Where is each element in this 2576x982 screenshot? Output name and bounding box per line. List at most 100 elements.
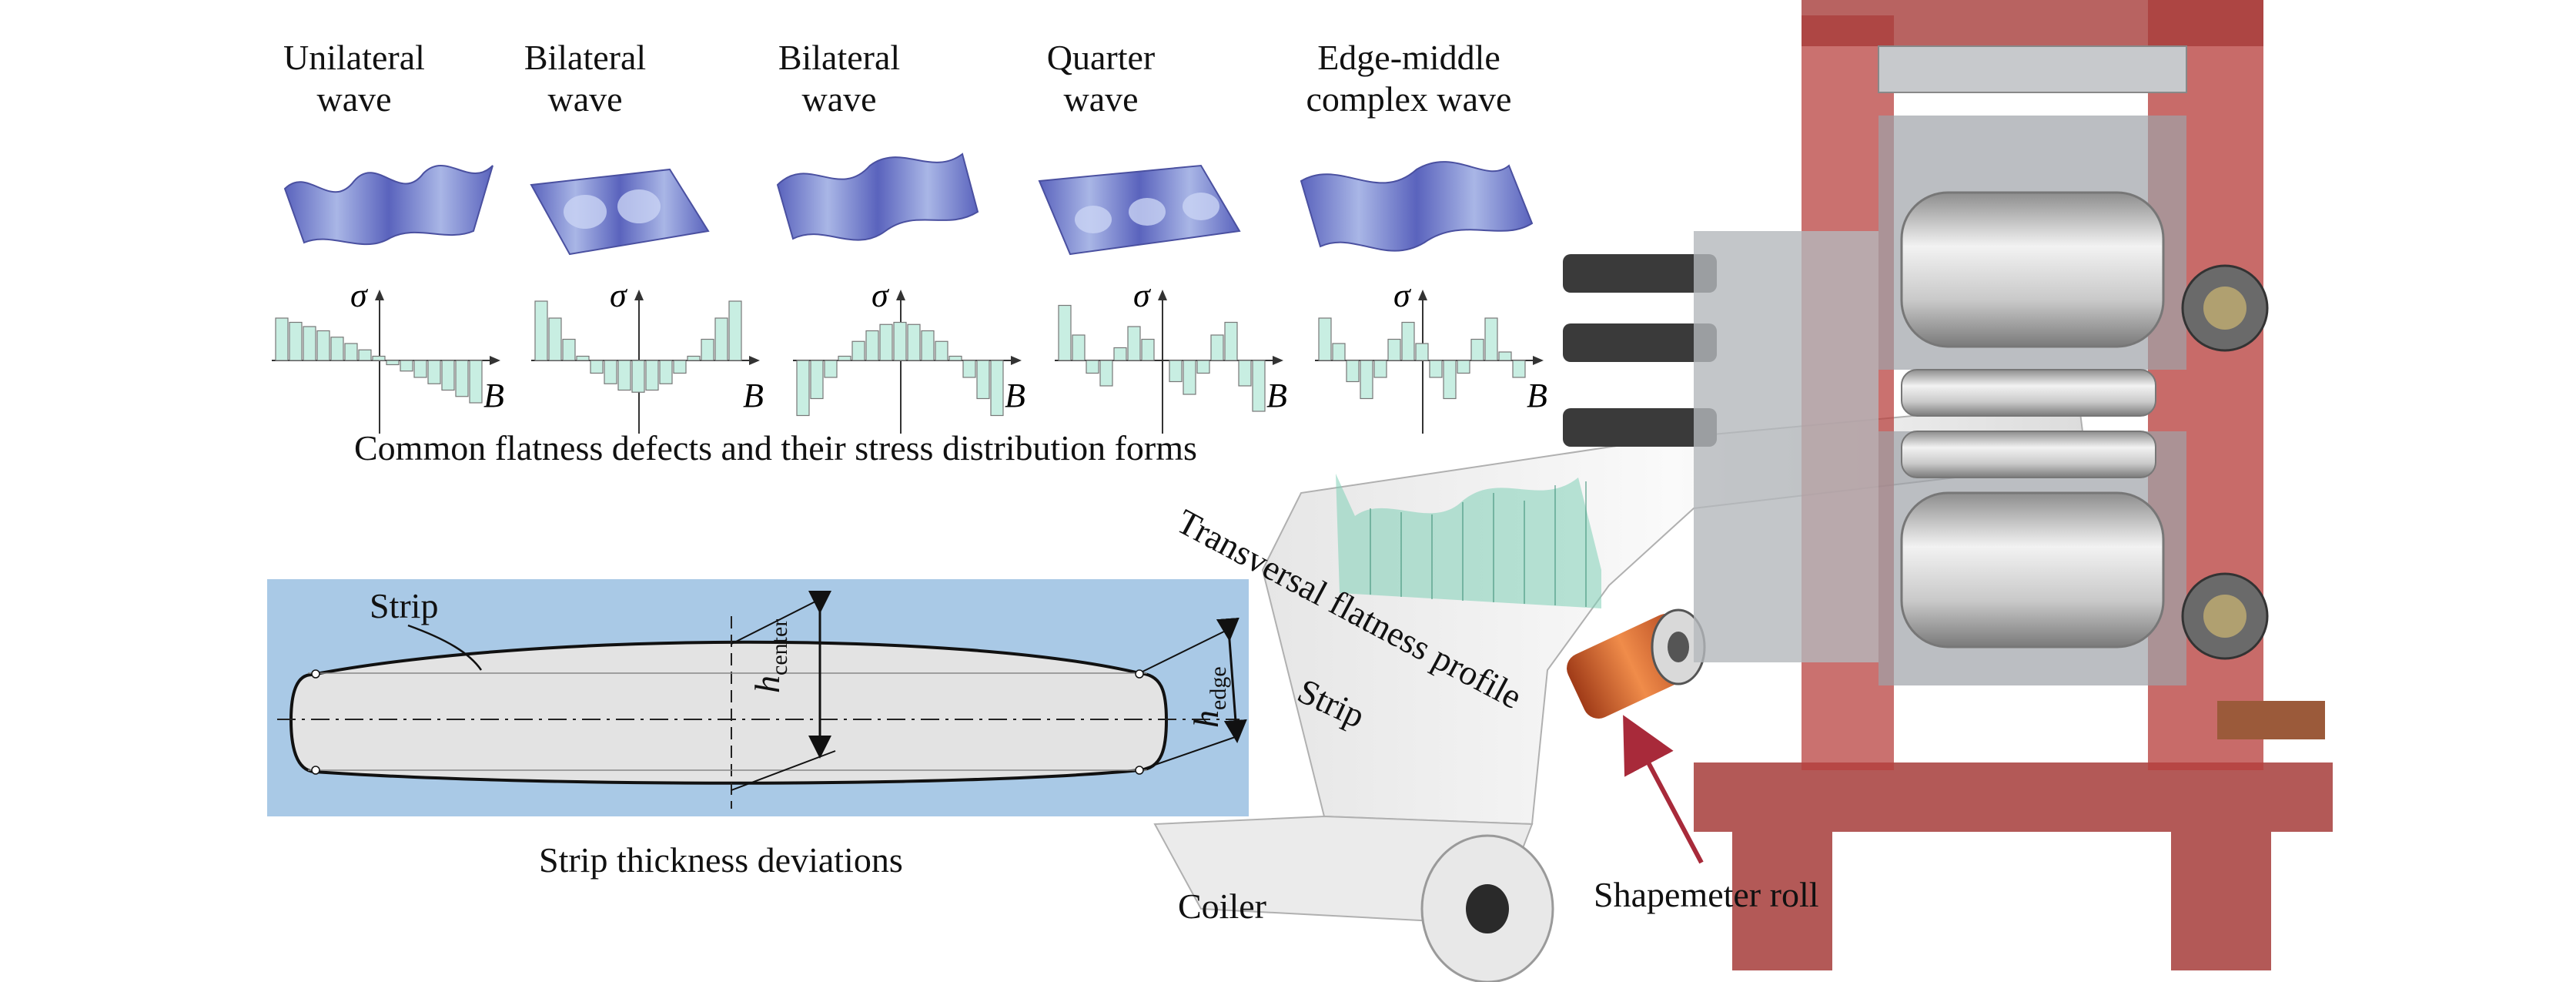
stress-bar — [289, 321, 303, 361]
wave-surface-quarter — [1038, 164, 1241, 256]
stress-bar — [400, 360, 413, 372]
stress-bar — [1169, 360, 1183, 383]
sigma-label: σ — [871, 277, 890, 314]
stress-bar — [455, 360, 469, 397]
sigma-label: σ — [1393, 277, 1412, 314]
stress-bar — [796, 360, 810, 417]
wave-surface-bilateral-1 — [530, 168, 710, 256]
stress-bar — [562, 338, 576, 361]
sigma-label: σ — [1133, 277, 1152, 314]
stress-bar — [824, 360, 838, 378]
stress-bar — [838, 355, 851, 361]
stress-bar — [1401, 321, 1415, 361]
wave-surface-bilateral-2 — [776, 152, 979, 241]
wave-surface-edge-middle — [1300, 161, 1534, 252]
stress-bar — [275, 317, 289, 361]
stress-chart-4: σB — [1055, 277, 1287, 434]
stress-bar — [1498, 351, 1512, 361]
stress-bar — [1099, 360, 1113, 387]
stress-bar — [701, 338, 714, 361]
stress-bar — [1373, 360, 1387, 378]
stress-bar — [645, 360, 659, 391]
stress-bar — [358, 349, 372, 361]
work-roll-lower — [1900, 491, 2165, 649]
stress-bar — [441, 360, 455, 391]
b-label: B — [483, 377, 504, 414]
stress-bar — [810, 360, 824, 400]
stress-bar — [1332, 343, 1346, 361]
stress-bar — [576, 355, 590, 361]
label-coiler: Coiler — [1178, 886, 1266, 926]
flatness-profile-band — [1336, 474, 1601, 608]
rolling-mill-stand — [1563, 0, 2333, 970]
stress-bar — [659, 360, 673, 384]
stress-chart-1: σB — [272, 277, 504, 434]
stress-bar — [962, 360, 976, 378]
stress-bar — [590, 360, 604, 374]
stress-bar — [1113, 347, 1127, 361]
stress-bar — [1512, 360, 1526, 378]
stress-bar — [1224, 321, 1238, 361]
stress-bar — [413, 360, 427, 378]
stress-bar — [879, 323, 893, 361]
stress-bar — [1127, 326, 1141, 361]
stress-bar — [330, 337, 344, 361]
caption-thickness-deviations: Strip thickness deviations — [539, 840, 903, 880]
b-label: B — [1527, 377, 1547, 414]
stress-bar — [1318, 317, 1332, 361]
stress-bar — [728, 300, 742, 361]
stress-bar — [851, 340, 865, 361]
stress-bar — [604, 360, 617, 384]
stress-bar — [1429, 360, 1443, 378]
thickness-diagram — [267, 579, 1249, 816]
stress-bar — [1196, 360, 1210, 374]
stress-bar — [907, 323, 921, 361]
stress-bar — [893, 321, 907, 361]
stress-bar — [1058, 304, 1072, 361]
stress-bar — [1484, 317, 1498, 361]
stress-bar — [1141, 338, 1155, 361]
stress-bar — [948, 355, 962, 361]
stress-bar — [303, 326, 316, 361]
stress-bar — [1457, 360, 1470, 374]
stress-bar — [1252, 360, 1266, 412]
strip-label-diagram: Strip — [370, 586, 439, 625]
wave-surface-unilateral — [283, 165, 493, 246]
b-label: B — [1266, 377, 1287, 414]
stress-bar — [921, 330, 935, 361]
stress-bar — [1238, 360, 1252, 387]
strip-cross-section — [289, 640, 1169, 785]
stress-bar — [1387, 338, 1401, 361]
stress-bar — [617, 360, 631, 391]
stress-bar — [469, 360, 483, 404]
stress-bar — [1072, 334, 1086, 361]
coiler-hub — [1466, 884, 1509, 933]
stress-bar — [427, 360, 441, 384]
stress-bar — [534, 300, 548, 361]
stress-bar — [631, 360, 645, 393]
stress-bar — [344, 343, 358, 361]
stress-bar — [673, 360, 687, 374]
b-label: B — [743, 377, 764, 414]
stress-bar — [372, 355, 386, 361]
stress-bar — [865, 330, 879, 361]
work-roll-upper — [1900, 191, 2165, 348]
stress-bar — [316, 330, 330, 361]
strip-leader — [407, 624, 483, 671]
stress-bar — [386, 360, 400, 366]
label-shapemeter-roll: Shapemeter roll — [1594, 875, 1819, 914]
stress-bar — [1183, 360, 1196, 395]
stress-bar — [990, 360, 1004, 417]
caption-flatness-defects: Common flatness defects and their stress… — [354, 428, 1197, 468]
h-edge-dimension — [1216, 617, 1247, 743]
shapemeter-arrow — [1623, 715, 1704, 864]
sigma-label: σ — [610, 277, 628, 314]
stress-bar — [687, 355, 701, 361]
h-center-label: hcenter — [748, 618, 793, 693]
strip-and-coiler — [1153, 399, 2088, 982]
